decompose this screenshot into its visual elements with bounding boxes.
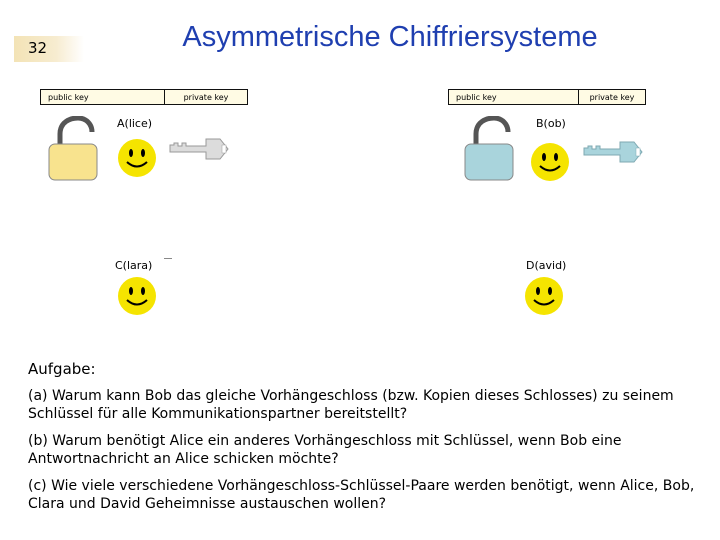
person-david-label: D(avid) <box>526 259 567 272</box>
key-icon-alice <box>169 138 229 160</box>
public-key-label-bob: public key <box>448 89 582 105</box>
task-heading: Aufgabe: <box>28 360 96 378</box>
page-title: Asymmetrische Chiffriersysteme <box>182 21 598 53</box>
slide-number-text: 32 <box>28 39 48 57</box>
smiley-icon-david <box>525 277 563 315</box>
person-alice-label: A(lice) <box>117 117 153 130</box>
smiley-icon-clara <box>118 277 156 315</box>
key-icon-bob <box>583 141 643 163</box>
person-clara-label: C(lara) <box>115 259 153 272</box>
private-key-label-bob: private key <box>578 89 646 105</box>
padlock-icon-bob <box>464 116 514 181</box>
divider-mark <box>164 258 172 259</box>
slide-number-highlight <box>14 36 84 62</box>
task-item-b: (b) Warum benötigt Alice ein anderes Vor… <box>28 433 622 467</box>
person-bob-label: B(ob) <box>536 117 566 130</box>
task-item-a: (a) Warum kann Bob das gleiche Vorhänges… <box>28 388 674 422</box>
task-section: Aufgabe: (a) Warum kann Bob das gleiche … <box>28 360 708 522</box>
task-item-c: (c) Wie viele verschiedene Vorhängeschlo… <box>28 478 695 512</box>
public-key-label-alice: public key <box>40 89 170 105</box>
private-key-label-alice: private key <box>164 89 248 105</box>
slide-number: 32 <box>14 36 84 62</box>
padlock-icon-alice <box>48 116 98 181</box>
smiley-icon-alice <box>118 139 156 177</box>
smiley-icon-bob <box>531 143 569 181</box>
